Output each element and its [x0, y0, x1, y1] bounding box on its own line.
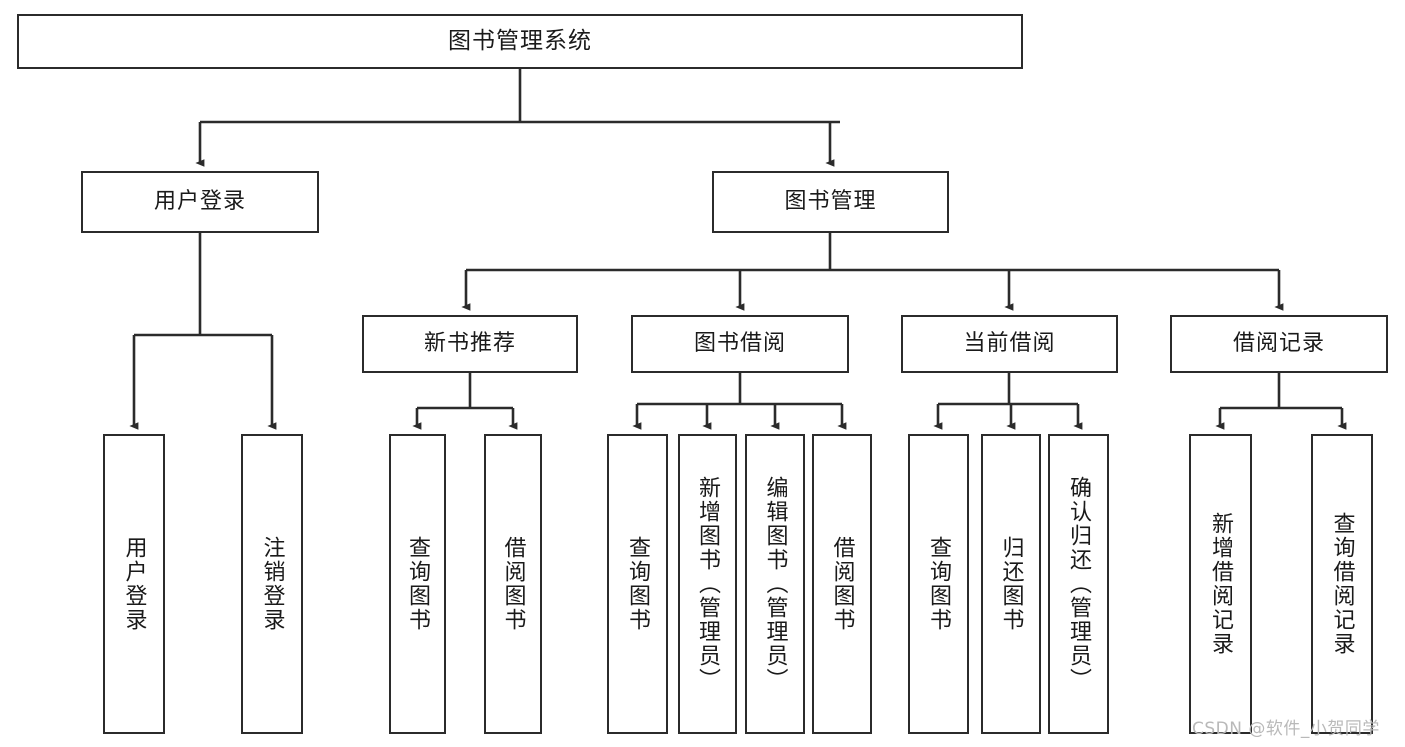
- csdn-watermark: CSDN @软件_小贺同学: [1192, 719, 1380, 739]
- node-leaf-borrow-book-2-label: 借阅图书: [829, 536, 855, 632]
- edge-group-user-login: [129, 233, 277, 430]
- node-leaf-query-book-2[interactable]: 查询图书: [607, 434, 668, 734]
- node-new-book-rec-label: 新书推荐: [423, 330, 516, 356]
- node-leaf-logout-login-label: 注销登录: [259, 536, 285, 632]
- node-leaf-query-book-1-label: 查询图书: [405, 536, 431, 632]
- node-leaf-user-login[interactable]: 用户登录: [103, 434, 165, 734]
- node-leaf-add-book-label: 新增图书（管理员）: [695, 476, 721, 692]
- node-leaf-edit-book-label: 编辑图书（管理员）: [762, 476, 788, 692]
- node-current-borrow[interactable]: 当前借阅: [901, 315, 1118, 373]
- edge-group-root: [195, 69, 840, 167]
- node-current-borrow-label: 当前借阅: [963, 330, 1056, 356]
- node-leaf-borrow-book-1-label: 借阅图书: [500, 536, 526, 632]
- node-book-borrow-label: 图书借阅: [693, 330, 786, 356]
- node-leaf-confirm-return-label: 确认归还（管理员）: [1066, 476, 1092, 692]
- node-leaf-confirm-return[interactable]: 确认归还（管理员）: [1048, 434, 1109, 734]
- node-user-login[interactable]: 用户登录: [81, 171, 319, 233]
- node-leaf-borrow-book-1[interactable]: 借阅图书: [484, 434, 542, 734]
- edge-group-current-borrow: [933, 373, 1083, 430]
- node-leaf-return-book[interactable]: 归还图书: [981, 434, 1041, 734]
- node-leaf-add-book[interactable]: 新增图书（管理员）: [678, 434, 737, 734]
- node-user-login-label: 用户登录: [153, 188, 246, 214]
- node-leaf-add-record-label: 新增借阅记录: [1208, 512, 1234, 656]
- edge-group-borrow-record: [1215, 373, 1347, 430]
- node-leaf-borrow-book-2[interactable]: 借阅图书: [812, 434, 872, 734]
- node-leaf-query-record[interactable]: 查询借阅记录: [1311, 434, 1373, 734]
- node-leaf-query-book-2-label: 查询图书: [625, 536, 651, 632]
- node-leaf-query-record-label: 查询借阅记录: [1329, 512, 1355, 656]
- node-book-borrow[interactable]: 图书借阅: [631, 315, 849, 373]
- node-leaf-logout-login[interactable]: 注销登录: [241, 434, 303, 734]
- node-leaf-query-book-3[interactable]: 查询图书: [908, 434, 969, 734]
- node-borrow-record-label: 借阅记录: [1232, 330, 1325, 356]
- edge-group-new-book-rec: [412, 373, 518, 430]
- node-leaf-edit-book[interactable]: 编辑图书（管理员）: [745, 434, 805, 734]
- node-leaf-query-book-3-label: 查询图书: [926, 536, 952, 632]
- node-root[interactable]: 图书管理系统: [17, 14, 1023, 69]
- edge-group-book-manage: [461, 233, 1284, 311]
- node-root-label: 图书管理系统: [448, 27, 592, 54]
- node-book-manage[interactable]: 图书管理: [712, 171, 949, 233]
- node-leaf-user-login-label: 用户登录: [121, 536, 147, 632]
- node-new-book-rec[interactable]: 新书推荐: [362, 315, 578, 373]
- node-leaf-query-book-1[interactable]: 查询图书: [389, 434, 446, 734]
- node-book-manage-label: 图书管理: [784, 188, 877, 214]
- node-leaf-return-book-label: 归还图书: [998, 536, 1024, 632]
- edge-group-book-borrow: [632, 373, 847, 430]
- node-leaf-add-record[interactable]: 新增借阅记录: [1189, 434, 1252, 734]
- node-borrow-record[interactable]: 借阅记录: [1170, 315, 1388, 373]
